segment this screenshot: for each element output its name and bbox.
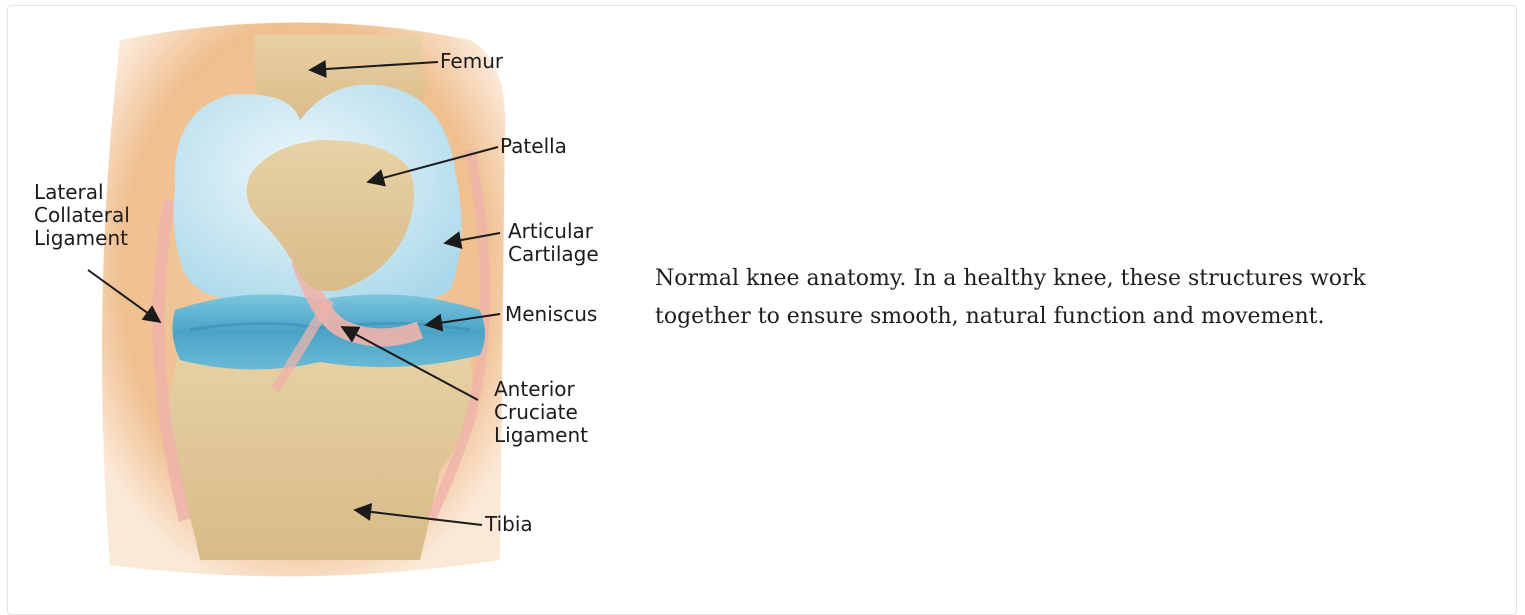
label-lateral-collateral-ligament: Lateral Collateral Ligament (34, 181, 130, 250)
label-articular-cartilage: Articular Cartilage (508, 220, 599, 266)
label-meniscus: Meniscus (505, 303, 597, 326)
figure-caption: Normal knee anatomy. In a healthy knee, … (655, 260, 1415, 336)
knee-anatomy-illustration: Femur Patella Lateral Collateral Ligamen… (0, 0, 640, 598)
label-femur: Femur (440, 50, 503, 73)
knee-anatomy-drawing (0, 0, 640, 598)
label-anterior-cruciate-ligament: Anterior Cruciate Ligament (494, 378, 588, 447)
label-patella: Patella (500, 135, 567, 158)
label-tibia: Tibia (485, 513, 533, 536)
tibia-bone (169, 335, 472, 560)
